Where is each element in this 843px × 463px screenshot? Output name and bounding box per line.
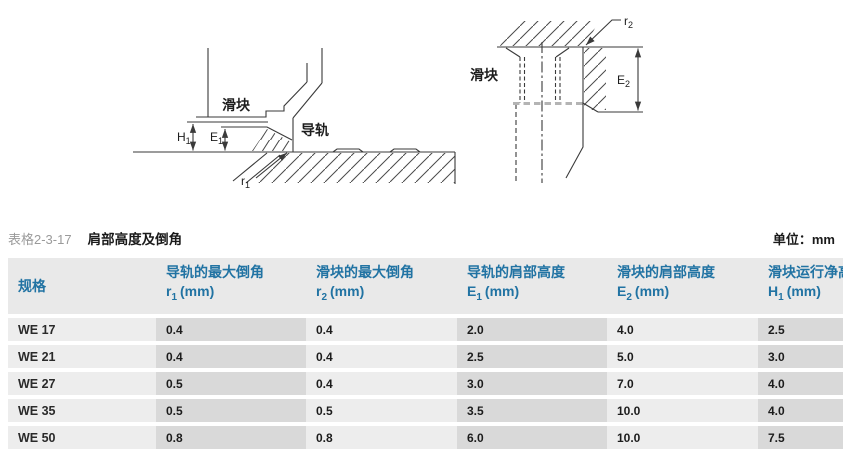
right-block-label: 滑块 — [470, 67, 499, 83]
value-cell: 5.0 — [607, 345, 758, 368]
shoulder-stroke-2 — [245, 154, 281, 184]
base-pad-1 — [332, 148, 364, 153]
value-cell: 7.5 — [758, 426, 843, 449]
value-cell: 0.4 — [156, 345, 306, 368]
shoulder-hatch — [252, 129, 291, 151]
e1-dim-label: E1 — [210, 130, 223, 146]
top-hatch — [500, 21, 599, 46]
value-cell: 0.4 — [306, 318, 457, 341]
diagrams-svg: 滑块 导轨 H1 E1 r1 — [133, 14, 643, 190]
table-header: 规格 导轨的最大倒角 r1(mm) 滑块的最大倒角 r2(mm) 导轨的肩部高度… — [8, 258, 843, 314]
value-cell: 0.8 — [156, 426, 306, 449]
technical-diagrams: 滑块 导轨 H1 E1 r1 — [0, 0, 843, 222]
r2-dim-label: r2 — [624, 14, 633, 30]
value-cell: 10.0 — [607, 426, 758, 449]
base-pad-2 — [389, 148, 421, 153]
col-header-symbol: E2(mm) — [617, 283, 670, 303]
value-cell: 2.5 — [758, 318, 843, 341]
shoulder-chamfer — [582, 102, 599, 113]
col-header-text: 滑块的肩部高度 — [617, 264, 715, 280]
col-header-h1: 滑块运行净高 H1(mm) — [758, 258, 843, 314]
block-edge-line — [565, 47, 584, 179]
value-cell: 6.0 — [457, 426, 607, 449]
table-row: WE 35 0.5 0.5 3.5 10.0 4.0 — [8, 399, 843, 422]
col-header-e1: 导轨的肩部高度 E1(mm) — [457, 258, 607, 314]
left-rail-label: 导轨 — [301, 122, 329, 138]
col-header-text: 导轨的肩部高度 — [467, 264, 565, 280]
spec-cell: WE 50 — [8, 426, 156, 449]
r1-leader-line — [255, 152, 288, 179]
value-cell: 0.4 — [306, 345, 457, 368]
shoulder-stroke-1 — [232, 152, 268, 182]
value-cell: 0.4 — [156, 318, 306, 341]
value-cell: 3.0 — [758, 345, 843, 368]
base-hatch — [253, 153, 455, 183]
col-header-r1: 导轨的最大倒角 r1(mm) — [156, 258, 306, 314]
left-block-label: 滑块 — [222, 97, 251, 113]
value-cell: 0.5 — [306, 399, 457, 422]
bolt-hole-hidden-lines — [515, 57, 561, 181]
unit-label: 单位：mm — [772, 231, 835, 247]
value-cell: 4.0 — [758, 399, 843, 422]
spec-cell: WE 21 — [8, 345, 156, 368]
col-header-text: 规格 — [18, 278, 46, 294]
table-row: WE 17 0.4 0.4 2.0 4.0 2.5 — [8, 318, 843, 341]
table-body: WE 17 0.4 0.4 2.0 4.0 2.5 WE 21 0.4 0.4 … — [8, 318, 843, 449]
value-cell: 10.0 — [607, 399, 758, 422]
right-section-diagram — [497, 19, 643, 183]
table-title: 肩部高度及倒角 — [87, 232, 183, 247]
shoulder-height-table: 规格 导轨的最大倒角 r1(mm) 滑块的最大倒角 r2(mm) 导轨的肩部高度… — [8, 254, 843, 453]
countersink-left — [505, 47, 521, 58]
value-cell: 0.5 — [156, 399, 306, 422]
value-cell: 0.4 — [306, 372, 457, 395]
col-header-text: 滑块的最大倒角 — [316, 264, 414, 280]
col-header-text: 导轨的最大倒角 — [166, 264, 264, 280]
value-cell: 2.0 — [457, 318, 607, 341]
r2-leader-line — [585, 19, 621, 46]
spec-cell: WE 17 — [8, 318, 156, 341]
h1-dim-label: H1 — [177, 130, 191, 146]
col-header-symbol: E1(mm) — [467, 283, 520, 303]
value-cell: 0.5 — [156, 372, 306, 395]
spec-cell: WE 27 — [8, 372, 156, 395]
col-header-symbol: r1(mm) — [166, 283, 215, 303]
table-row: WE 50 0.8 0.8 6.0 10.0 7.5 — [8, 426, 843, 449]
rail-top-chamfer — [292, 82, 323, 119]
e2-dim-label: E2 — [617, 73, 630, 89]
col-header-r2: 滑块的最大倒角 r2(mm) — [306, 258, 457, 314]
countersink-right — [555, 47, 570, 58]
table-row: WE 27 0.5 0.4 3.0 7.0 4.0 — [8, 372, 843, 395]
block-bottom-profile — [196, 81, 308, 118]
e1-extension-line — [221, 126, 293, 141]
value-cell: 4.0 — [758, 372, 843, 395]
table-reference: 表格2-3-17 — [8, 231, 72, 247]
table-title-bar: 表格2-3-17 肩部高度及倒角 单位：mm — [8, 229, 835, 248]
col-header-text: 滑块运行净高 — [768, 264, 843, 280]
col-header-symbol: r2(mm) — [316, 283, 365, 303]
e2-shoulder-hatch — [584, 48, 606, 110]
value-cell: 0.8 — [306, 426, 457, 449]
header-row: 规格 导轨的最大倒角 r1(mm) 滑块的最大倒角 r2(mm) 导轨的肩部高度… — [8, 258, 843, 314]
value-cell: 7.0 — [607, 372, 758, 395]
r1-dim-label: r1 — [241, 174, 250, 190]
value-cell: 2.5 — [457, 345, 607, 368]
col-header-symbol: H1(mm) — [768, 283, 821, 303]
spec-cell: WE 35 — [8, 399, 156, 422]
col-header-e2: 滑块的肩部高度 E2(mm) — [607, 258, 758, 314]
value-cell: 3.0 — [457, 372, 607, 395]
value-cell: 4.0 — [607, 318, 758, 341]
table-row: WE 21 0.4 0.4 2.5 5.0 3.0 — [8, 345, 843, 368]
left-section-diagram — [133, 48, 456, 184]
col-header-spec: 规格 — [8, 258, 156, 314]
value-cell: 3.5 — [457, 399, 607, 422]
